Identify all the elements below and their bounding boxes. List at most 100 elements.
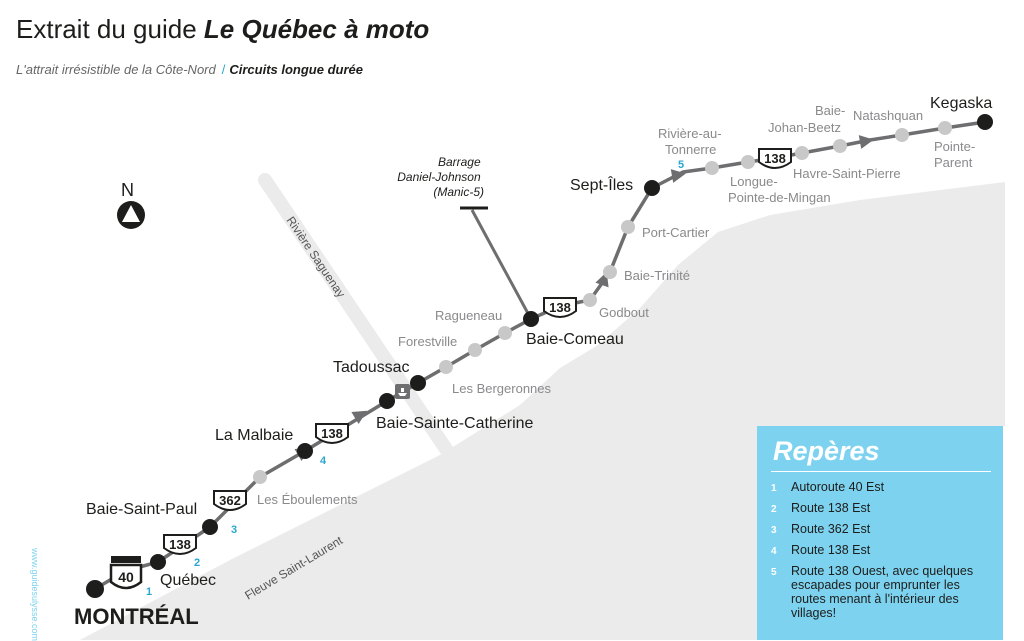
dam-label-line2: Daniel-Johnson <box>397 170 481 184</box>
stop-baie-sainte-catherine[interactable] <box>379 393 395 409</box>
stop-godbout[interactable] <box>583 293 597 307</box>
stop-longue-pointe-de-mingan[interactable] <box>741 155 755 169</box>
shield-138-icon <box>543 297 577 318</box>
legend-item-number: 3 <box>771 525 777 536</box>
subtitle-b: Circuits longue durée <box>229 62 363 77</box>
legend-item-text: Route 138 Est <box>791 543 871 557</box>
label-forestville: Forestville <box>398 334 457 349</box>
subtitle: L'attrait irrésistible de la Côte-Nord /C… <box>16 62 363 77</box>
riviere-saguenay-water <box>258 173 457 462</box>
label-baie-comeau: Baie-Comeau <box>526 331 624 348</box>
shield-138-icon <box>163 534 197 555</box>
stop-tadoussac[interactable] <box>410 375 426 391</box>
legend-item-text: Route 138 Ouest, avec quelques escapades… <box>791 564 974 620</box>
direction-arrow-icon <box>858 135 874 149</box>
legend-item-number: 1 <box>771 483 777 494</box>
shield-40-topbar <box>111 556 141 563</box>
label-baie-johan-beetz: Baie- Johan-Beetz <box>768 103 849 135</box>
north-arrow-triangle <box>122 205 140 222</box>
segment-number-3: 3 <box>231 524 237 536</box>
page-title: Extrait du guide Le Québec à moto <box>16 14 429 45</box>
label-longue-pointe-de-mingan: Longue- Pointe-de-Mingan <box>728 174 831 205</box>
stop-baie-saint-paul[interactable] <box>202 519 218 535</box>
label-riviere-au-tonnerre: Rivière-au- Tonnerre <box>658 126 725 157</box>
subtitle-separator: / <box>221 62 226 77</box>
label-havre-saint-pierre: Havre-Saint-Pierre <box>793 166 901 181</box>
label-godbout: Godbout <box>599 305 649 320</box>
shield-362-icon <box>213 490 247 511</box>
stop-riviere-au-tonnerre[interactable] <box>705 161 719 175</box>
stop-natashquan[interactable] <box>895 128 909 142</box>
legend-item-text: Route 362 Est <box>791 522 871 536</box>
direction-arrow-icon <box>351 410 368 425</box>
legend-item: 1 Autoroute 40 Est <box>771 480 991 496</box>
stop-les-eboulements[interactable] <box>253 470 267 484</box>
stop-les-bergeronnes[interactable] <box>439 360 453 374</box>
segment-number-5: 5 <box>678 159 684 171</box>
stop-port-cartier[interactable] <box>621 220 635 234</box>
credit-url: www.guidesulysse.com <box>30 548 40 641</box>
label-baie-sainte-catherine: Baie-Sainte-Catherine <box>376 415 534 432</box>
label-montreal: MONTRÉAL <box>74 604 199 629</box>
subtitle-a: L'attrait irrésistible de la Côte-Nord <box>16 62 216 77</box>
label-sept-iles: Sept-Îles <box>570 175 633 194</box>
dam-label-line3: (Manic-5) <box>433 185 484 199</box>
shield-138-text: 138 <box>321 426 343 441</box>
shield-138: 138 <box>758 148 792 169</box>
shield-362: 362 <box>213 490 247 511</box>
stop-ragueneau[interactable] <box>498 326 512 340</box>
shield-40-icon <box>109 563 143 590</box>
title-plain: Extrait du guide <box>16 14 197 44</box>
legend-underline <box>771 471 991 472</box>
legend-item-text: Route 138 Est <box>791 501 871 515</box>
legend-item-number: 4 <box>771 546 777 557</box>
shield-138-icon <box>315 423 349 444</box>
stop-baie-trinite[interactable] <box>603 265 617 279</box>
stop-la-malbaie[interactable] <box>297 443 313 459</box>
legend-item: 2 Route 138 Est <box>771 501 991 517</box>
dam-label: Barrage Daniel-Johnson (Manic-5) <box>397 155 484 199</box>
stop-baie-comeau[interactable] <box>523 311 539 327</box>
stop-forestville[interactable] <box>468 343 482 357</box>
shield-138-text: 138 <box>764 151 786 166</box>
dam-label-line1: Barrage <box>438 155 481 169</box>
shield-138-text: 138 <box>169 537 191 552</box>
stop-quebec[interactable] <box>150 554 166 570</box>
shield-138: 138 <box>543 297 577 318</box>
north-label: N <box>121 180 134 200</box>
label-natashquan: Natashquan <box>853 108 923 123</box>
shield-362-text: 362 <box>219 493 241 508</box>
legend-item: 3 Route 362 Est <box>771 522 991 538</box>
legend-item: 4 Route 138 Est <box>771 543 991 559</box>
shield-138-text: 138 <box>549 300 571 315</box>
stop-pointe-parent[interactable] <box>938 121 952 135</box>
label-baie-trinite: Baie-Trinité <box>624 268 690 283</box>
shield-138: 138 <box>315 423 349 444</box>
label-les-eboulements: Les Éboulements <box>257 492 358 507</box>
stop-sept-iles[interactable] <box>644 180 660 196</box>
segment-number-4: 4 <box>320 455 327 467</box>
shield-138-icon <box>758 148 792 169</box>
legend-item-text: Autoroute 40 Est <box>791 480 885 494</box>
label-pointe-parent: Pointe- Parent <box>934 139 979 170</box>
stop-kegaska[interactable] <box>977 114 993 130</box>
ferry-icon-boat <box>398 388 407 396</box>
dam-spur-road <box>470 209 533 320</box>
shield-40-text: 40 <box>118 569 134 585</box>
title-bold: Le Québec à moto <box>203 14 430 44</box>
label-baie-saint-paul: Baie-Saint-Paul <box>86 501 197 518</box>
stop-havre-saint-pierre[interactable] <box>795 146 809 160</box>
label-riviere-saguenay: Rivière Saguenay <box>284 214 349 300</box>
label-ragueneau: Ragueneau <box>435 308 502 323</box>
label-quebec: Québec <box>160 572 216 589</box>
label-les-bergeronnes: Les Bergeronnes <box>452 381 552 396</box>
label-kegaska: Kegaska <box>930 95 992 112</box>
legend-item-number: 2 <box>771 504 777 515</box>
legend-title: Repères <box>773 436 880 466</box>
stop-baie-johan-beetz[interactable] <box>833 139 847 153</box>
stop-montreal[interactable] <box>86 580 104 598</box>
shield-138: 138 <box>163 534 197 555</box>
